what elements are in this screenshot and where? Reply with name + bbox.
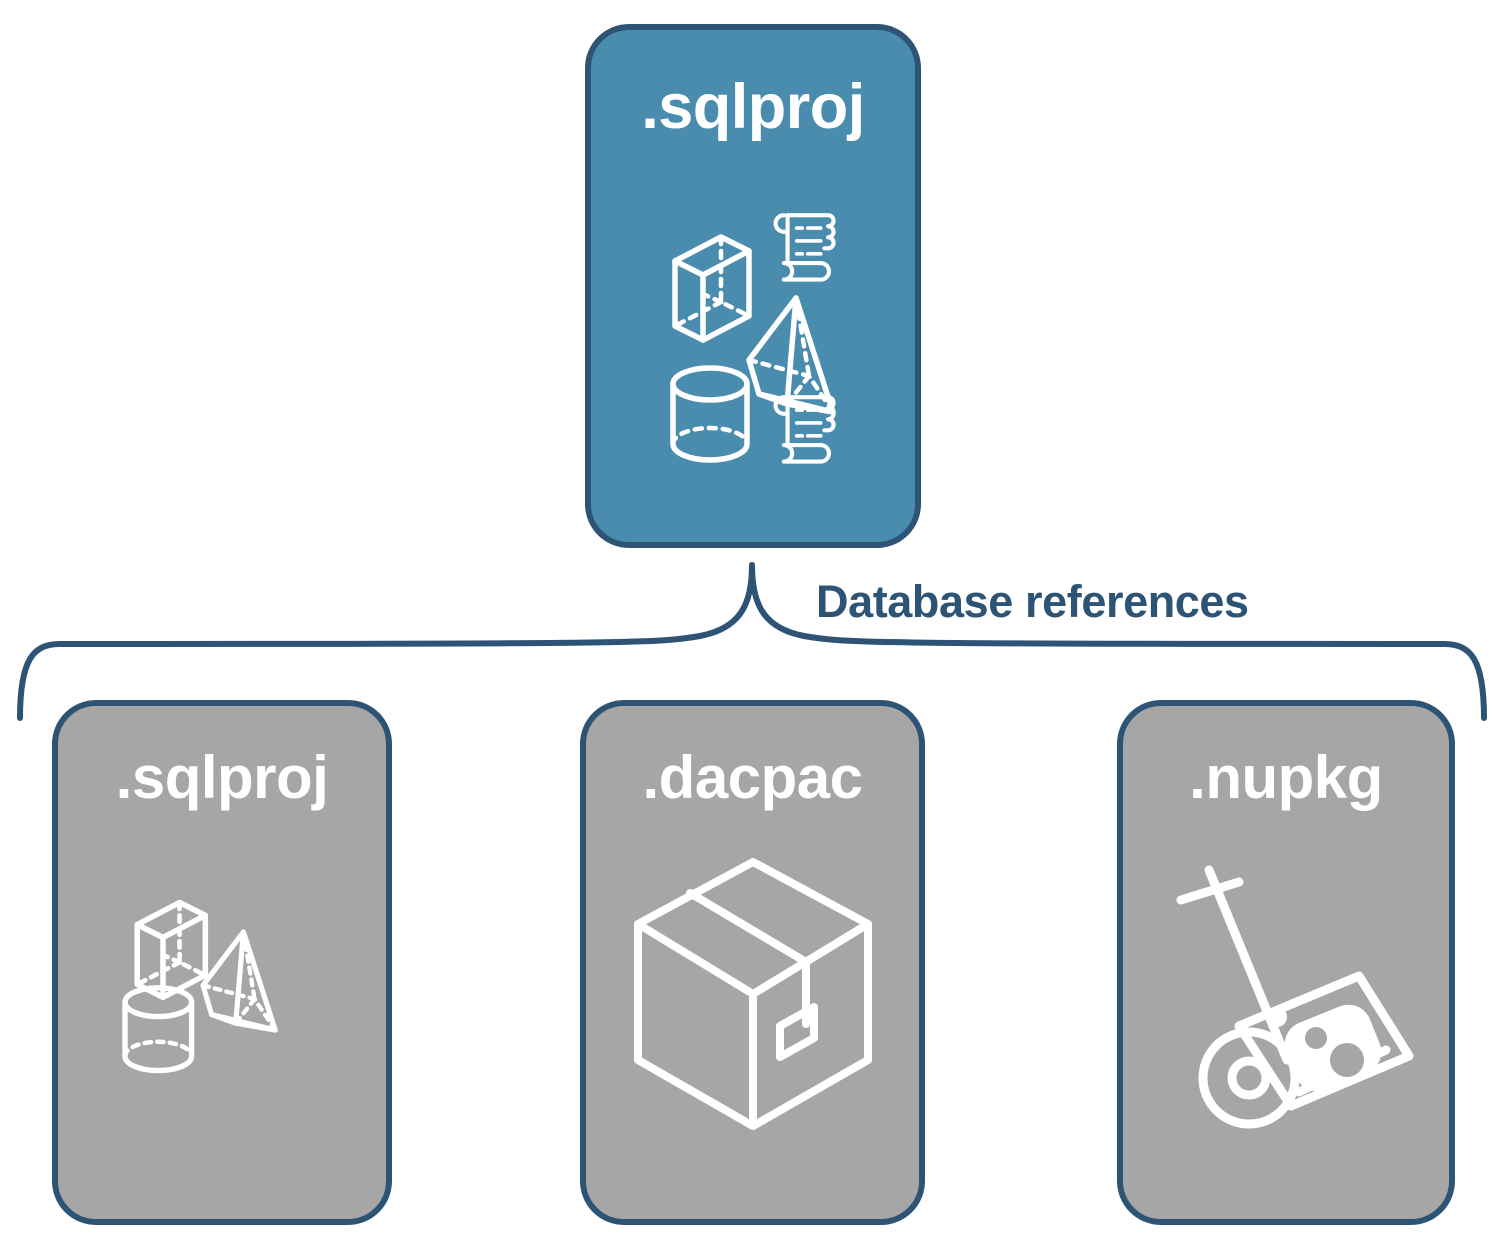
nuget-hand-truck-svg <box>1176 865 1414 1128</box>
cube-wireframe-icon <box>134 899 209 1000</box>
nuget-dots <box>1305 1026 1364 1077</box>
card-title-nupkg: .nupkg <box>1189 744 1383 811</box>
nuget-hand-truck-icon <box>1176 865 1414 1128</box>
card-reference-sqlproj[interactable]: .sqlproj <box>52 700 392 1225</box>
scroll-icon <box>773 394 836 464</box>
nupkg-icon-group <box>1123 808 1449 1219</box>
pyramid-wireframe-icon <box>200 928 278 1033</box>
shipping-box-icon <box>633 857 872 1130</box>
shipping-box-svg <box>633 857 872 1130</box>
card-title-dacpac: .dacpac <box>642 744 863 811</box>
card-title-root: .sqlproj <box>641 72 865 142</box>
cylinder-wireframe-icon <box>122 984 195 1073</box>
card-title-sqlproj: .sqlproj <box>115 744 329 811</box>
sqlproj-icons-svg <box>122 899 278 1073</box>
card-root-sqlproj[interactable]: .sqlproj <box>585 24 921 548</box>
scroll-icon <box>773 212 836 282</box>
root-icon-group <box>591 139 915 542</box>
root-icons-svg <box>670 212 836 464</box>
card-reference-dacpac[interactable]: .dacpac <box>580 700 925 1225</box>
cube-wireframe-icon <box>672 233 752 343</box>
nuget-small-dot <box>1267 1006 1287 1027</box>
cylinder-wireframe-icon <box>670 364 750 463</box>
brace-label: Database references <box>816 576 1249 627</box>
dacpac-icon-group <box>586 808 919 1219</box>
pyramid-wireframe-icon <box>746 294 836 415</box>
card-reference-nupkg[interactable]: .nupkg <box>1117 700 1455 1225</box>
sqlproj-icon-group <box>58 808 386 1219</box>
